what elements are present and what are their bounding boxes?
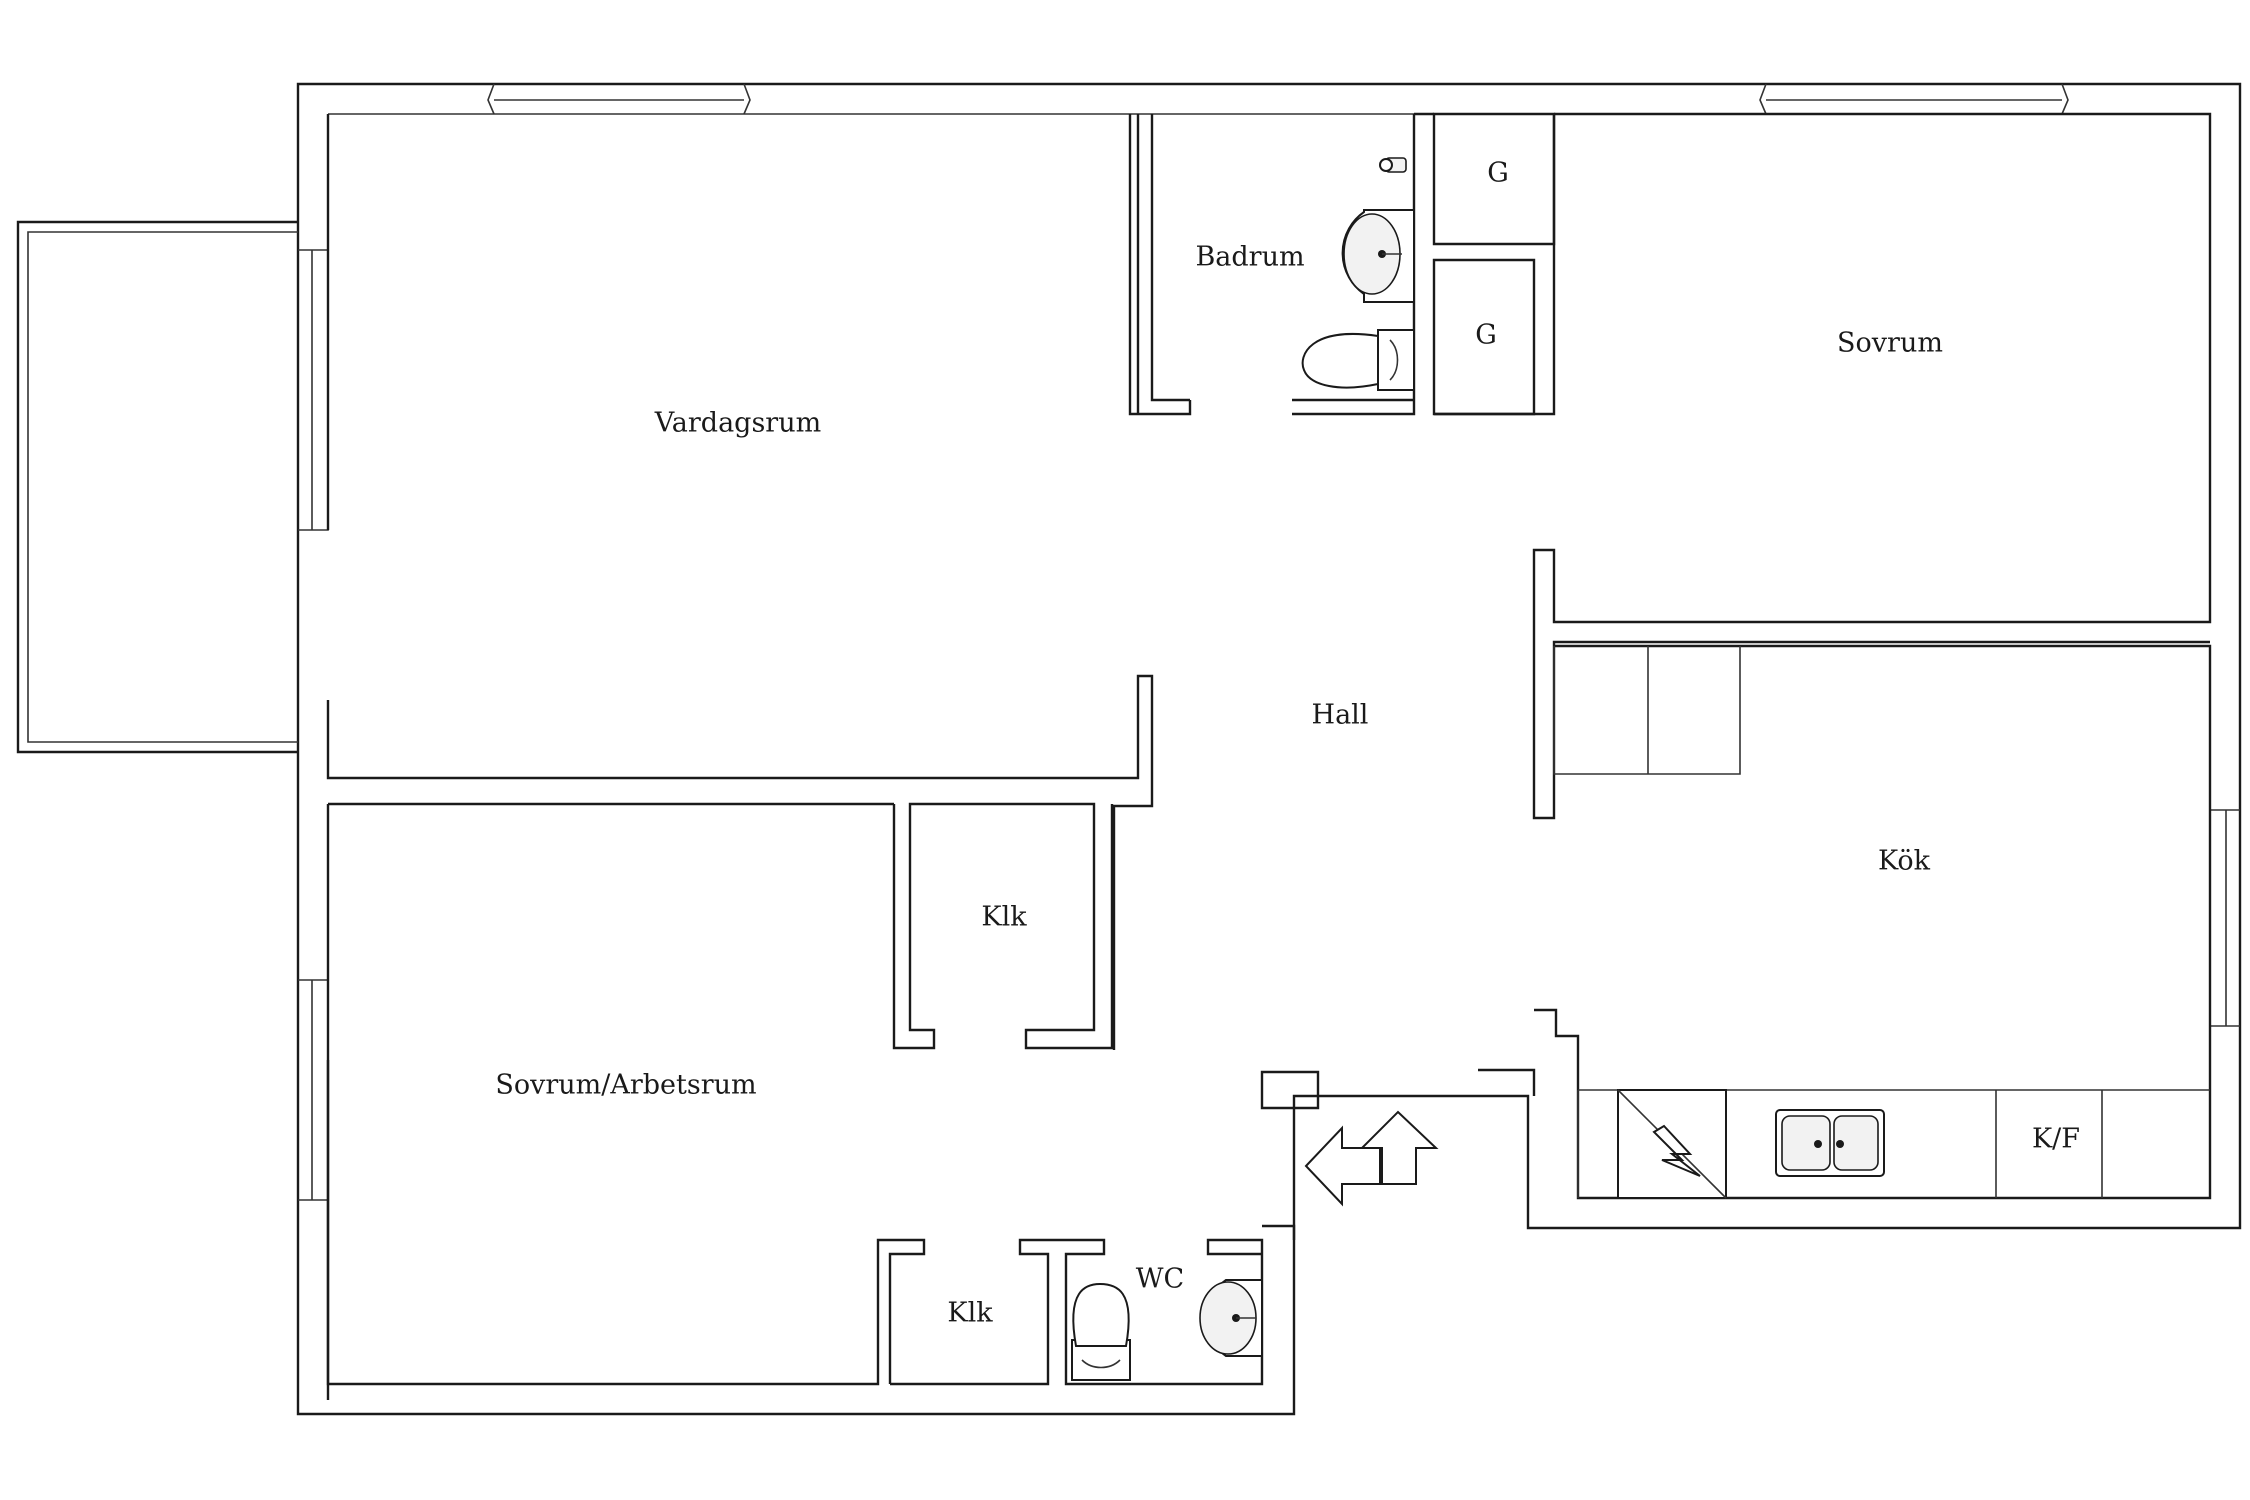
room-sovrum-arbetsrum [326,802,926,1400]
balcony [16,220,298,754]
label-g2: G [1475,320,1497,351]
room-badrum [1136,112,1556,416]
washbasin-icon [1341,209,1415,303]
label-hall: Hall [1312,700,1369,731]
label-vardagsrum: Vardagsrum [654,408,821,439]
shower-icon [1379,157,1407,173]
washbasin-icon [1199,1279,1263,1357]
label-wc: WC [1136,1264,1184,1295]
room-vardagsrum [326,114,1192,1050]
label-klk-1: Klk [981,902,1027,933]
label-klk-2: Klk [947,1298,993,1329]
sink-icon [1775,1109,1885,1177]
label-kf: K/F [2032,1124,2080,1155]
room-sovrum [1532,112,2212,820]
entrance-arrow-icon [1304,1110,1439,1207]
label-g1: G [1487,158,1509,189]
label-kok: Kök [1878,846,1931,877]
label-sovrum: Sovrum [1837,328,1943,359]
toilet-icon [1301,329,1415,391]
label-badrum: Badrum [1195,242,1304,273]
room-klk-top [892,802,1114,1050]
windows-side [298,249,2240,1201]
stove-icon [1617,1089,1727,1199]
windows-top [487,83,2069,115]
room-klk-wc [890,1070,1320,1386]
outer-walls [296,82,2242,1416]
label-sovrum-arbetsrum: Sovrum/Arbetsrum [495,1070,756,1101]
toilet-icon [1071,1282,1131,1381]
